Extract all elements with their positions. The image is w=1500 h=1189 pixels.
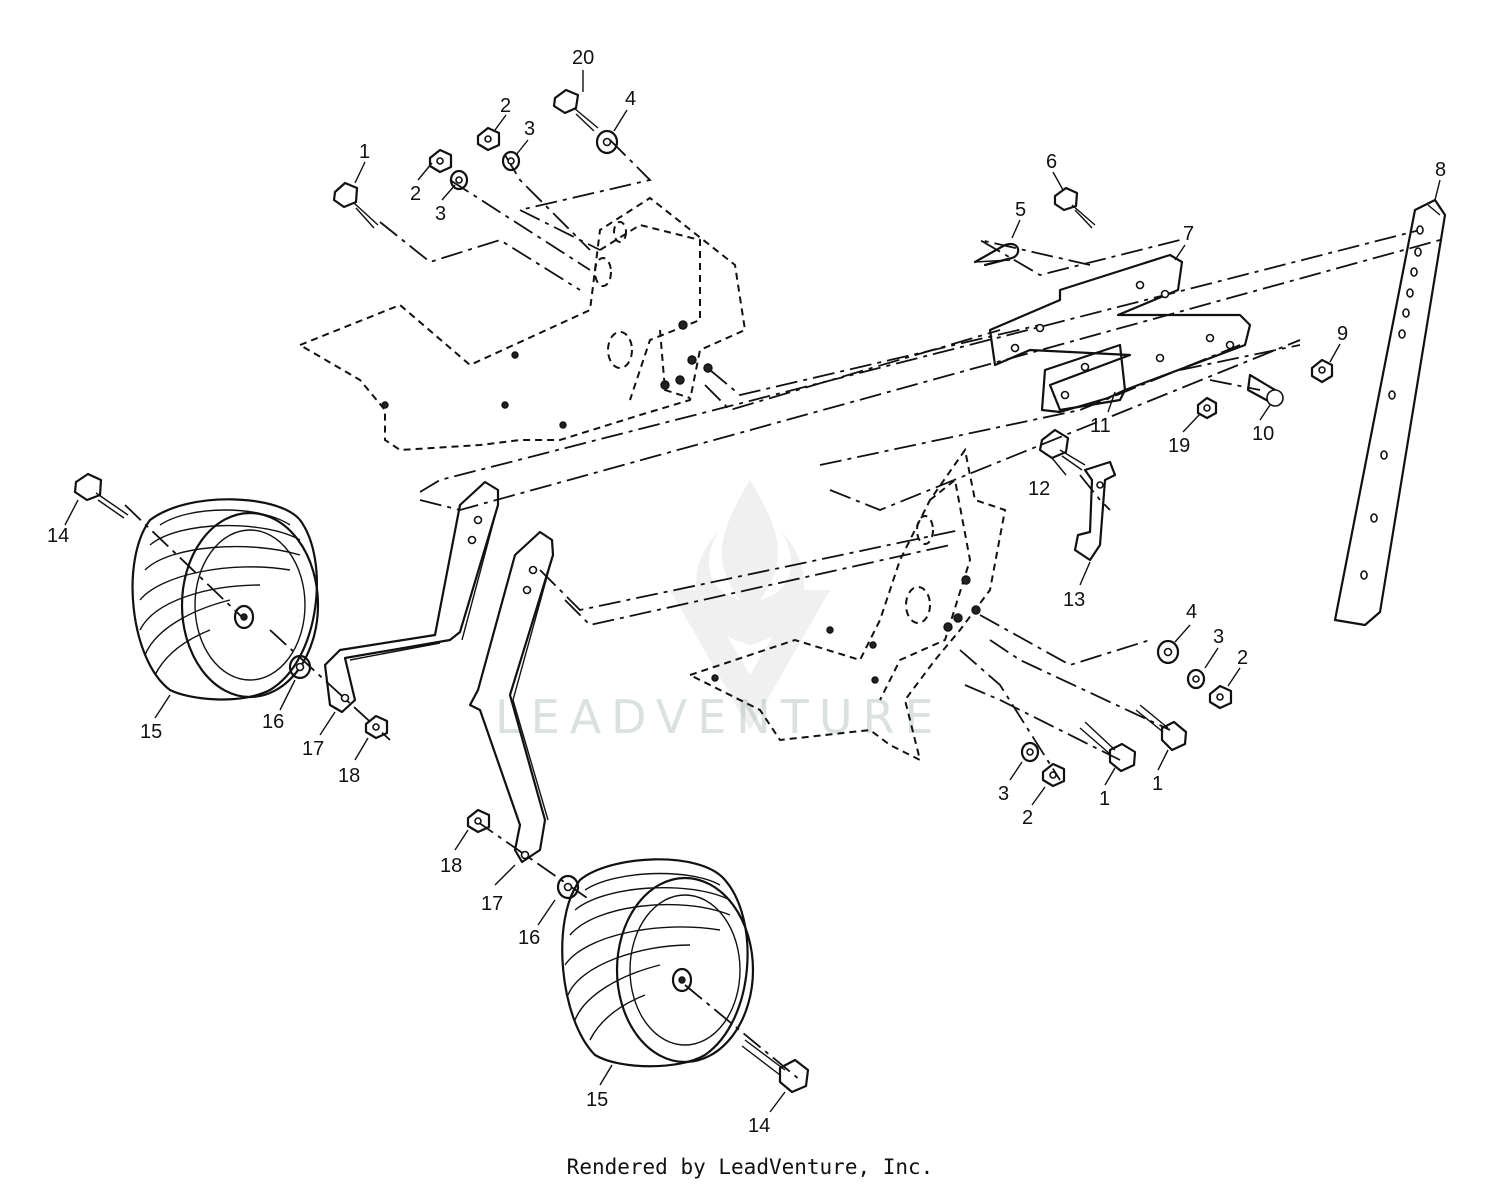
callout-1-right-b: 1 — [1099, 788, 1110, 810]
nut-19 — [1196, 396, 1218, 420]
callout-18-left: 18 — [338, 765, 360, 787]
nut-2-top-right — [476, 126, 501, 152]
callout-12: 12 — [1028, 478, 1050, 500]
callout-11: 11 — [1090, 415, 1111, 437]
callout-14-left: 14 — [47, 525, 69, 547]
callout-5: 5 — [1015, 199, 1026, 221]
wheel-arm-17-right — [468, 530, 555, 864]
clip-13 — [1073, 460, 1117, 562]
pin-10 — [1246, 373, 1284, 407]
bolt-14-right — [741, 1039, 810, 1094]
bolt-1-top — [332, 181, 379, 229]
callout-14-right: 14 — [748, 1115, 770, 1137]
callout-16-left: 16 — [262, 711, 284, 733]
callout-2-top-right: 2 — [500, 95, 511, 117]
callout-labels: 20 4 2 3 1 2 3 6 5 7 8 9 10 11 19 12 13 … — [47, 47, 1446, 1137]
bolt-1-right-b — [1079, 721, 1137, 773]
bolt-12 — [1038, 428, 1086, 471]
hairpin-clip-5 — [973, 242, 1020, 267]
callout-7: 7 — [1183, 223, 1194, 245]
nut-2-top-left — [428, 148, 453, 174]
callout-8: 8 — [1435, 159, 1446, 181]
nut-18-left — [364, 714, 389, 740]
washer-3-top-left — [449, 169, 469, 191]
callout-4-right: 4 — [1186, 601, 1197, 623]
footer-credit: Rendered by LeadVenture, Inc. — [566, 1155, 934, 1179]
callout-13: 13 — [1063, 589, 1085, 611]
callout-6: 6 — [1046, 151, 1057, 173]
washer-3-right — [1186, 668, 1206, 690]
nut-2-right — [1208, 684, 1233, 710]
leader-lines — [124, 139, 1441, 1081]
callout-1-right-a: 1 — [1152, 773, 1163, 795]
nut-18-right — [466, 808, 491, 834]
callout-1-top: 1 — [359, 141, 370, 163]
wheel-arm-17-left — [323, 480, 500, 714]
callout-19: 19 — [1168, 435, 1190, 457]
callout-16-right: 16 — [518, 927, 540, 949]
callout-15-right: 15 — [586, 1089, 608, 1111]
callout-3-bottom: 3 — [998, 783, 1009, 805]
callout-20: 20 — [572, 47, 594, 69]
lower-housing-dashed — [687, 447, 1007, 762]
callout-2-right: 2 — [1237, 647, 1248, 669]
bolt-20 — [552, 88, 599, 132]
callout-9: 9 — [1337, 323, 1348, 345]
wheel-15-left — [131, 498, 320, 701]
washer-4-top — [595, 129, 619, 155]
washer-3-bottom — [1020, 741, 1040, 763]
callout-15-left: 15 — [140, 721, 162, 743]
callout-pointers — [64, 70, 1441, 1113]
callout-3-top-left: 3 — [435, 203, 446, 225]
callout-10: 10 — [1252, 423, 1274, 445]
watermark-text: LEADVENTURE — [495, 690, 944, 744]
callout-4-top: 4 — [625, 88, 636, 110]
washer-16-right — [556, 874, 580, 900]
wheel-15-right — [561, 858, 755, 1068]
callout-2-top-left: 2 — [410, 183, 421, 205]
leadventure-logo-watermark — [670, 480, 830, 730]
callout-17-right: 17 — [481, 893, 503, 915]
bolt-6 — [1053, 186, 1096, 229]
mounting-bracket-11 — [1040, 343, 1127, 414]
nut-9 — [1310, 358, 1334, 384]
bolt-1-right-a — [1135, 704, 1188, 752]
nut-2-bottom — [1041, 762, 1066, 788]
bolt-14-left — [73, 472, 129, 519]
callout-17-left: 17 — [302, 738, 324, 760]
washer-3-top-right — [501, 150, 521, 172]
washer-16-left — [288, 654, 312, 680]
callout-3-top-right: 3 — [524, 118, 535, 140]
upper-housing-dashed — [297, 196, 747, 452]
callout-3-right: 3 — [1213, 626, 1224, 648]
mounting-bracket-7 — [988, 253, 1252, 412]
callout-18-right: 18 — [440, 855, 462, 877]
callout-2-bottom: 2 — [1022, 807, 1033, 829]
washer-4-right — [1156, 639, 1180, 665]
